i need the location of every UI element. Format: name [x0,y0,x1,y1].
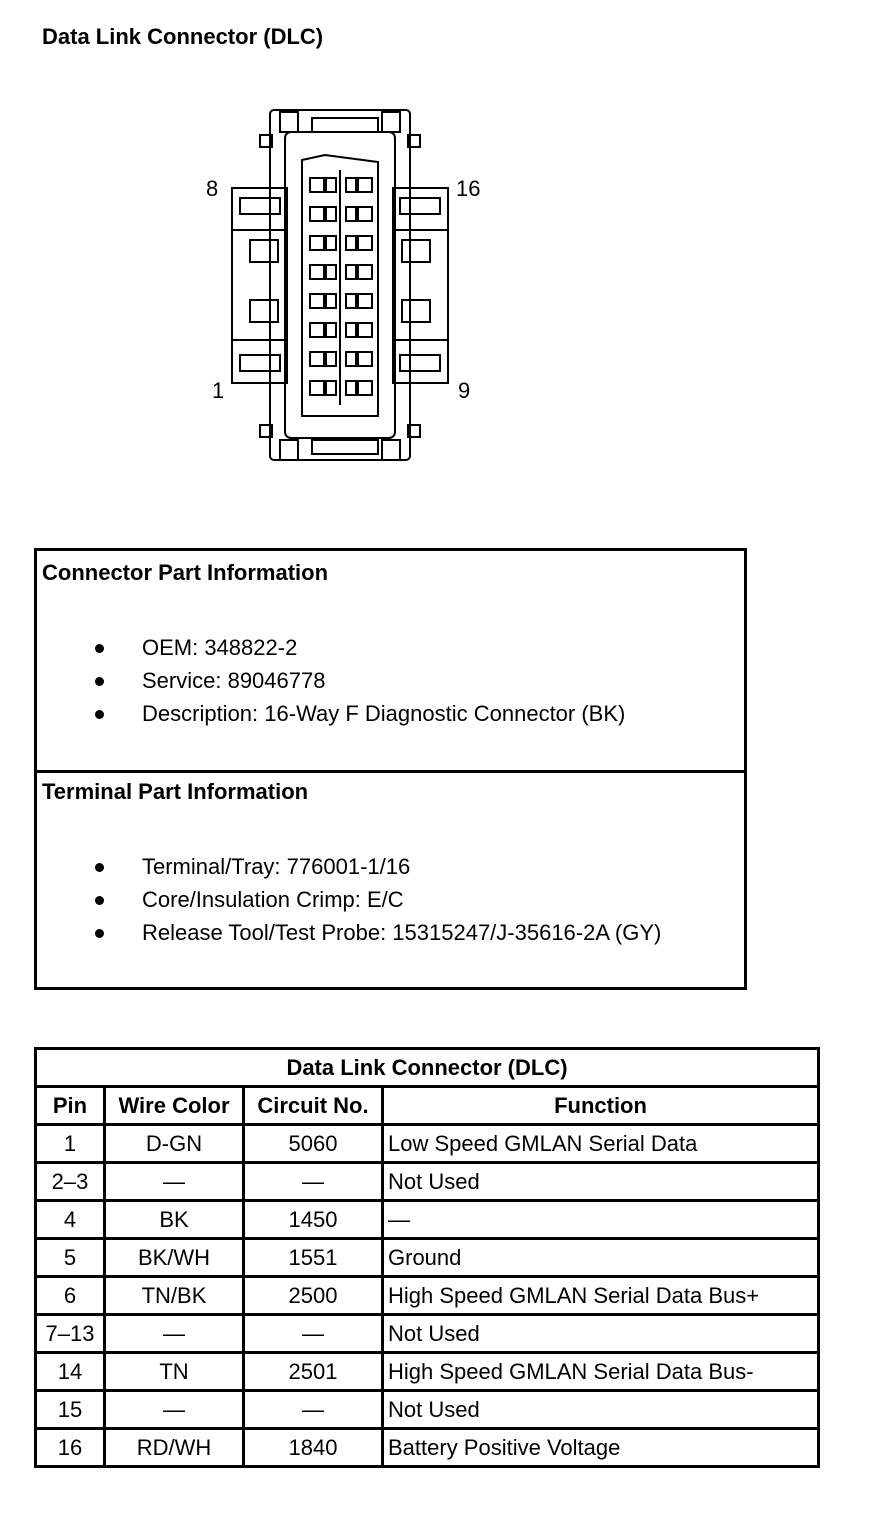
wire-color-cell: D-GN [103,1123,245,1164]
list-item: Terminal/Tray: 776001-1/16 [37,850,661,883]
table-header-row: Pin Wire Color Circuit No. Function [34,1085,820,1126]
wire-color-cell: — [103,1313,245,1354]
terminal-part-section: Terminal Part Information Terminal/Tray:… [37,770,744,987]
bullet-icon [95,677,104,686]
table-title-row: Data Link Connector (DLC) [34,1047,820,1088]
column-header-wire-color: Wire Color [103,1085,245,1126]
connector-drawing [231,109,449,461]
circuit-cell: 5060 [242,1123,384,1164]
circuit-cell: 1450 [242,1199,384,1240]
pin-label-9: 9 [458,378,471,403]
function-cell: High Speed GMLAN Serial Data Bus+ [381,1275,820,1316]
wire-color-cell: BK/WH [103,1237,245,1278]
pin-cell: 16 [34,1427,106,1468]
bullet-icon [95,710,104,719]
table-row: 6 TN/BK 2500 High Speed GMLAN Serial Dat… [34,1275,820,1316]
wire-color-cell: TN/BK [103,1275,245,1316]
circuit-cell: 2500 [242,1275,384,1316]
circuit-cell: 1840 [242,1427,384,1468]
pin-cell: 6 [34,1275,106,1316]
pin-label-8: 8 [206,176,219,201]
terminal-part-list: Terminal/Tray: 776001-1/16 Core/Insulati… [37,850,661,949]
circuit-cell: — [242,1389,384,1430]
pin-cell: 2–3 [34,1161,106,1202]
table-row: 14 TN 2501 High Speed GMLAN Serial Data … [34,1351,820,1392]
pinout-table: Data Link Connector (DLC) Pin Wire Color… [34,1047,820,1468]
bullet-icon [95,644,104,653]
circuit-cell: — [242,1161,384,1202]
function-cell: Ground [381,1237,820,1278]
column-header-circuit: Circuit No. [242,1085,384,1126]
connector-part-heading: Connector Part Information [42,560,329,585]
function-cell: — [381,1199,820,1240]
wire-color-cell: BK [103,1199,245,1240]
function-cell: Not Used [381,1161,820,1202]
pin-cell: 14 [34,1351,106,1392]
connector-face-diagram: 8 16 1 9 [200,100,480,470]
wire-color-cell: — [103,1161,245,1202]
table-row: 16 RD/WH 1840 Battery Positive Voltage [34,1427,820,1468]
circuit-cell: 2501 [242,1351,384,1392]
wire-color-cell: RD/WH [103,1427,245,1468]
pin-cell: 4 [34,1199,106,1240]
connector-part-list: OEM: 348822-2 Service: 89046778 Descript… [37,631,625,730]
table-row: 7–13 — — Not Used [34,1313,820,1354]
table-row: 15 — — Not Used [34,1389,820,1430]
list-item: OEM: 348822-2 [37,631,625,664]
connector-part-section: Connector Part Information OEM: 348822-2… [37,551,744,773]
bullet-icon [95,929,104,938]
list-item: Description: 16-Way F Diagnostic Connect… [37,697,625,730]
table-row: 4 BK 1450 — [34,1199,820,1240]
pin-cell: 7–13 [34,1313,106,1354]
pin-cell: 5 [34,1237,106,1278]
function-cell: High Speed GMLAN Serial Data Bus- [381,1351,820,1392]
function-cell: Not Used [381,1389,820,1430]
part-information-box: Connector Part Information OEM: 348822-2… [34,548,747,990]
table-row: 1 D-GN 5060 Low Speed GMLAN Serial Data [34,1123,820,1164]
terminal-part-heading: Terminal Part Information [42,779,309,804]
circuit-cell: 1551 [242,1237,384,1278]
function-cell: Low Speed GMLAN Serial Data [381,1123,820,1164]
function-cell: Not Used [381,1313,820,1354]
wire-color-cell: — [103,1389,245,1430]
table-row: 2–3 — — Not Used [34,1161,820,1202]
bullet-icon [95,896,104,905]
pin-label-1: 1 [212,378,225,403]
list-item: Service: 89046778 [37,664,625,697]
pin-cell: 15 [34,1389,106,1430]
list-item: Release Tool/Test Probe: 15315247/J-3561… [37,916,661,949]
column-header-function: Function [381,1085,820,1126]
pin-label-16: 16 [456,176,481,201]
list-item: Core/Insulation Crimp: E/C [37,883,661,916]
pin-cell: 1 [34,1123,106,1164]
table-title: Data Link Connector (DLC) [34,1047,820,1088]
function-cell: Battery Positive Voltage [381,1427,820,1468]
bullet-icon [95,863,104,872]
table-row: 5 BK/WH 1551 Ground [34,1237,820,1278]
column-header-pin: Pin [34,1085,106,1126]
page-title: Data Link Connector (DLC) [42,24,324,49]
circuit-cell: — [242,1313,384,1354]
wire-color-cell: TN [103,1351,245,1392]
